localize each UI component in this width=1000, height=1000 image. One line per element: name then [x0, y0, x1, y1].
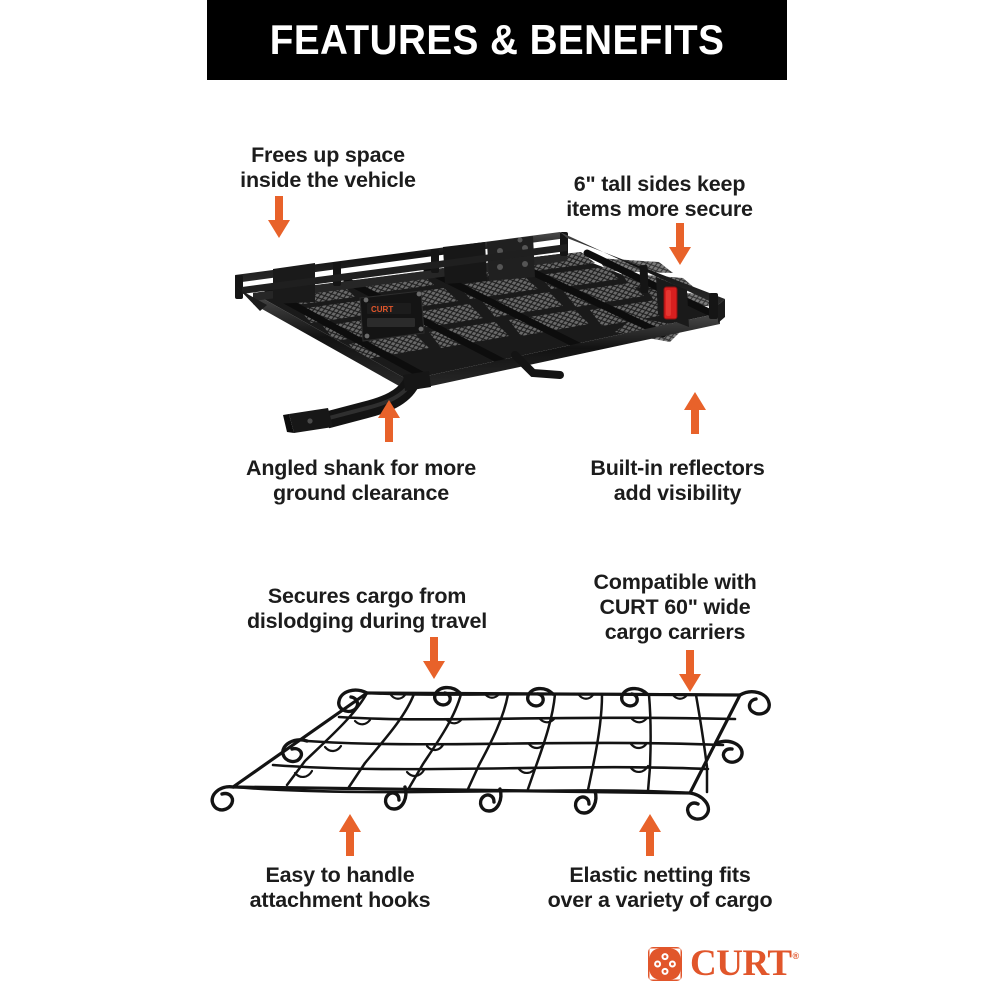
registered-trademark-mark: ®: [792, 950, 800, 961]
callout-line: Angled shank for more: [246, 456, 476, 480]
callout-compatible-carriers: Compatible with CURT 60" wide cargo carr…: [565, 570, 785, 645]
callout-elastic-netting: Elastic netting fits over a variety of c…: [525, 863, 795, 913]
brand-name: CURT: [690, 942, 792, 984]
callout-line: add visibility: [613, 481, 742, 506]
curt-logo: CURT®: [648, 942, 800, 984]
arrow-up-attachment-hooks: [339, 814, 361, 856]
callout-line: ground clearance: [272, 481, 450, 506]
callout-built-in-reflectors: Built-in reflectors add visibility: [560, 456, 795, 506]
callout-line: inside the vehicle: [240, 168, 416, 193]
callout-angled-shank: Angled shank for more ground clearance: [226, 456, 496, 506]
cargo-carrier-product-image: CURT: [215, 205, 760, 445]
callout-line: Built-in reflectors: [590, 456, 765, 480]
callout-line: attachment hooks: [249, 888, 431, 913]
callout-line: Secures cargo from: [267, 584, 467, 608]
callout-frees-up-space: Frees up space inside the vehicle: [228, 143, 428, 193]
arrow-up-angled-shank: [378, 400, 400, 442]
callout-line: Elastic netting fits: [569, 863, 751, 887]
arrow-down-frees-up-space: [268, 196, 290, 238]
callout-line: Easy to handle: [265, 863, 415, 887]
page-title: FEATURES & BENEFITS: [269, 16, 725, 63]
callout-line: Compatible with: [593, 570, 757, 594]
curt-wordmark: CURT®: [690, 942, 800, 984]
curt-pinwheel-icon: [648, 947, 682, 981]
callout-line: Frees up space: [251, 143, 405, 167]
callout-line: over a variety of cargo: [547, 888, 773, 913]
callout-line: 6" tall sides keep: [573, 172, 746, 196]
svg-text:CURT: CURT: [371, 305, 393, 314]
arrow-down-tall-sides: [669, 223, 691, 265]
arrow-up-built-in-reflectors: [684, 392, 706, 434]
arrow-down-secures-cargo: [423, 637, 445, 679]
arrow-down-compatible-carriers: [679, 650, 701, 692]
callout-tall-sides: 6" tall sides keep items more secure: [552, 172, 767, 222]
callout-line: dislodging during travel: [246, 609, 488, 634]
callout-attachment-hooks: Easy to handle attachment hooks: [225, 863, 455, 913]
callout-line: cargo carriers: [604, 620, 746, 645]
arrow-up-elastic-netting: [639, 814, 661, 856]
cargo-net-product-image: [195, 665, 780, 845]
header-banner: FEATURES & BENEFITS: [207, 0, 787, 80]
callout-line: CURT 60" wide: [599, 595, 751, 620]
callout-line: items more secure: [566, 197, 753, 222]
callout-secures-cargo: Secures cargo from dislodging during tra…: [222, 584, 512, 634]
